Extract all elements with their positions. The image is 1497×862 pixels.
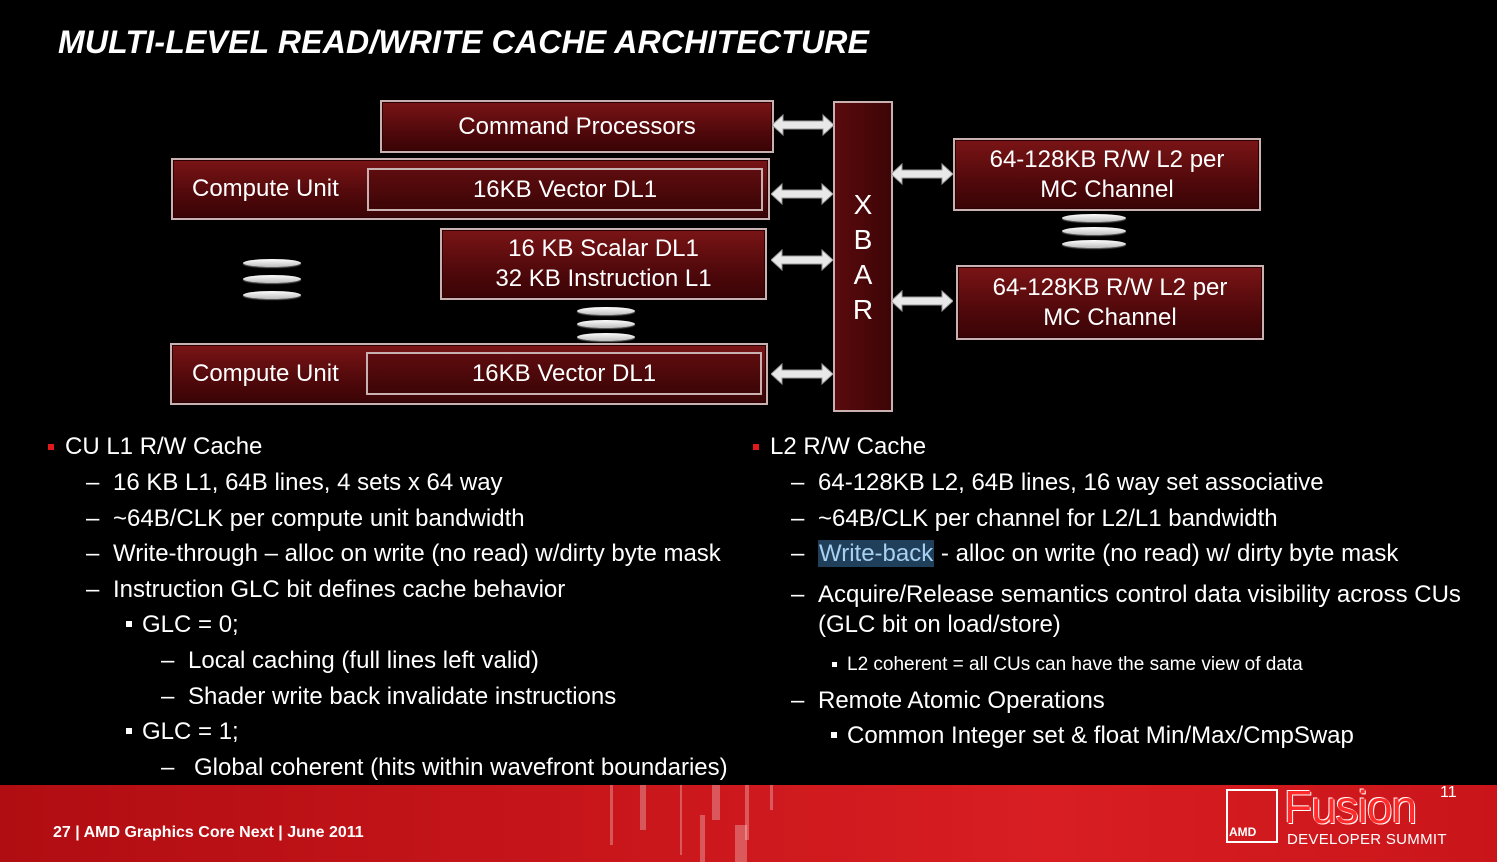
l2-bottom-line1: 64-128KB R/W L2 per [992,273,1228,301]
slide-title: MULTI-LEVEL READ/WRITE CACHE ARCHITECTUR… [58,24,870,60]
l2-heading: L2 R/W Cache [752,433,927,460]
command-processors-label: Command Processors [458,112,696,140]
l2-bottom-line2: MC Channel [1043,303,1177,331]
scalar-dl1-label: 16 KB Scalar DL1 [508,235,699,262]
list-item: –~64B/CLK per channel for L2/L1 bandwidt… [791,505,1278,532]
compute-unit-top-label: Compute Unit [192,175,339,202]
ellipsis-icon [1062,214,1126,253]
ellipsis-icon [577,307,635,346]
list-item: –16 KB L1, 64B lines, 4 sets x 64 way [86,469,503,496]
double-arrow-icon [771,363,833,385]
glc1-item: GLC = 1; [126,718,239,745]
double-arrow-icon [891,290,953,312]
instruction-l1-label: 32 KB Instruction L1 [495,265,712,292]
double-arrow-icon [772,114,834,136]
xbar-letter-x: X [853,188,873,220]
footer-text: 27 | AMD Graphics Core Next | June 2011 [53,824,364,841]
developer-summit-label: DEVELOPER SUMMIT [1287,831,1447,848]
double-arrow-icon [891,163,953,185]
list-item: –~64B/CLK per compute unit bandwidth [86,505,525,532]
list-item: –Write-through – alloc on write (no read… [86,540,721,567]
list-sub-item: Common Integer set & float Min/Max/CmpSw… [831,722,1354,749]
vector-dl1-top-box: 16KB Vector DL1 [367,168,763,211]
list-item: –Global coherent (hits within wavefront … [161,754,728,781]
fusion-logo: Fusion [1284,781,1417,833]
command-processors-box: Command Processors [380,100,774,153]
list-item-continued: (GLC bit on load/store) [818,611,1061,638]
xbar-letter-a: A [853,258,873,290]
write-back-highlight: Write-back [818,540,935,567]
list-item: –Local caching (full lines left valid) [161,647,539,674]
amd-logo-frame [1226,789,1278,843]
xbar-letter-r: R [852,293,874,325]
l2-top-line2: MC Channel [1040,175,1174,203]
list-item: –64-128KB L2, 64B lines, 16 way set asso… [791,469,1324,496]
list-item: –Acquire/Release semantics control data … [791,581,1461,608]
double-arrow-icon [771,249,833,271]
list-item: –Instruction GLC bit defines cache behav… [86,576,566,603]
scalar-instruction-box: 16 KB Scalar DL1 32 KB Instruction L1 [440,228,767,300]
xbar-letter-b: B [853,223,873,255]
footer-bar [0,785,1497,862]
vector-dl1-bottom-box: 16KB Vector DL1 [366,352,762,395]
list-item: –Write-back - alloc on write (no read) w… [791,540,1399,567]
cu-l1-heading: CU L1 R/W Cache [47,433,263,460]
fusion-superscript: 11 [1440,784,1457,801]
list-item: –Remote Atomic Operations [791,687,1105,714]
double-arrow-icon [771,183,833,205]
glc0-item: GLC = 0; [126,611,239,638]
compute-unit-bottom-label: Compute Unit [192,360,339,387]
list-sub-item: L2 coherent = all CUs can have the same … [832,654,1303,675]
l2-top-line1: 64-128KB R/W L2 per [989,145,1225,173]
l2-top-box: 64-128KB R/W L2 per MC Channel [953,138,1261,211]
amd-logo: AMD [1229,825,1257,839]
xbar-box: X B A R [833,101,893,412]
l2-bottom-box: 64-128KB R/W L2 per MC Channel [956,265,1264,340]
ellipsis-icon [243,259,301,304]
list-item: –Shader write back invalidate instructio… [161,683,617,710]
